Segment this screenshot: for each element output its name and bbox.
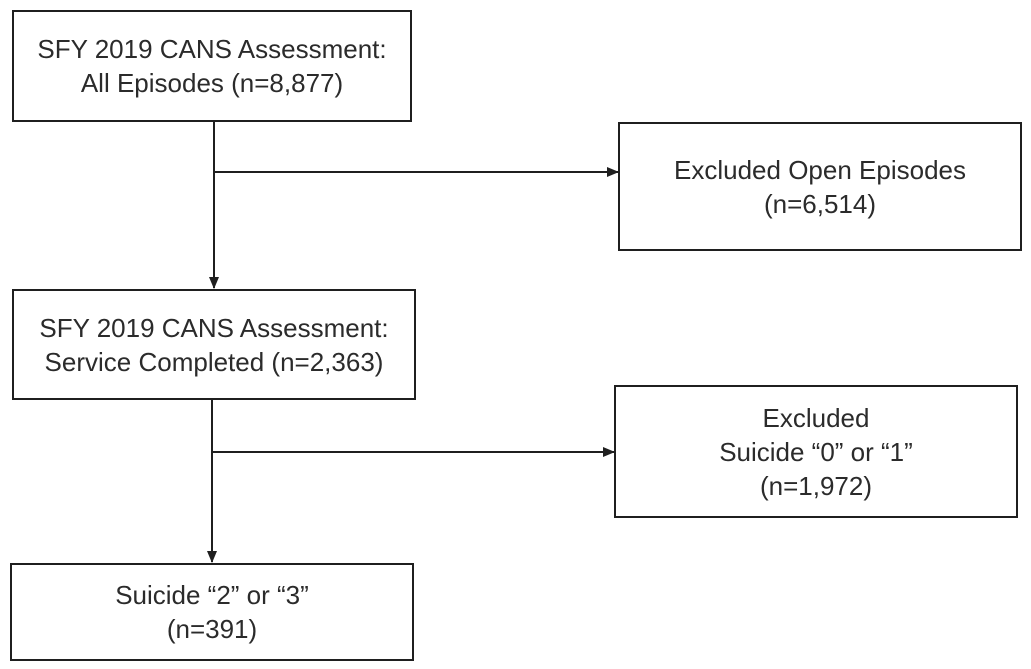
- node-all-episodes-line1: SFY 2019 CANS Assessment:: [37, 34, 387, 64]
- node-excluded-open-line2: (n=6,514): [763, 188, 877, 219]
- node-excluded-suicide: Excluded Suicide “0” or “1” (n=1,972): [614, 385, 1018, 518]
- node-excluded-open-episodes: Excluded Open Episodes (n=6,514): [618, 122, 1022, 251]
- node-all-episodes-line2: All Episodes (n=8,877): [80, 68, 344, 98]
- node-all-episodes: SFY 2019 CANS Assessment: All Episodes (…: [12, 10, 412, 122]
- node-suicide-line1: Suicide “2” or “3”: [115, 580, 309, 610]
- node-service-completed-line1: SFY 2019 CANS Assessment:: [39, 312, 389, 343]
- node-excluded-open-line1: Excluded Open Episodes: [674, 154, 966, 185]
- node-suicide-line2: (n=391): [166, 614, 258, 644]
- node-excluded-suicide-line3: (n=1,972): [759, 470, 873, 501]
- node-excluded-suicide-line2: Suicide “0” or “1”: [719, 436, 913, 467]
- node-service-completed: SFY 2019 CANS Assessment: Service Comple…: [12, 289, 416, 400]
- node-suicide-2-or-3: Suicide “2” or “3” (n=391): [10, 563, 414, 661]
- node-service-completed-line2: Service Completed (n=2,363): [44, 346, 384, 377]
- node-excluded-suicide-line1: Excluded: [762, 402, 870, 433]
